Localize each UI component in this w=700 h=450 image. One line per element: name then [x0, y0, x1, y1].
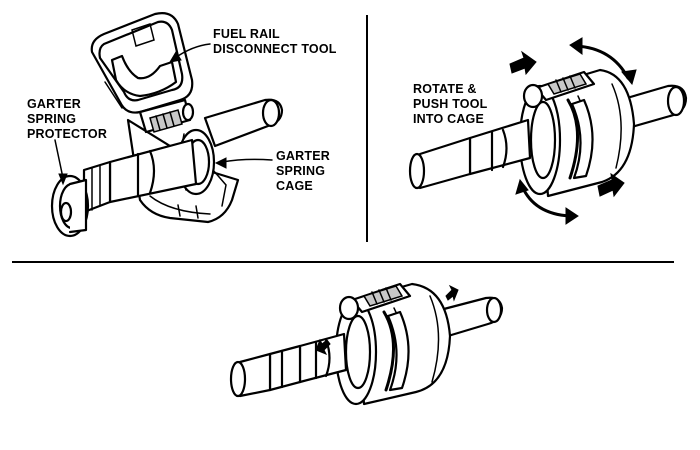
label-garter-spring-cage: GARTER SPRING CAGE: [276, 149, 334, 193]
panel3-fuel-line-right: [438, 296, 504, 338]
panel1-fuel-line-left: [82, 138, 198, 214]
panel2-fuel-line-left: [408, 118, 532, 190]
panel2-push-arrows: [509, 50, 625, 198]
garter-spring-protector: [50, 174, 90, 238]
panel-1-tool-installation: FUEL RAIL DISCONNECT TOOL GARTER SPRING …: [27, 12, 337, 238]
label-fuel-rail-tool: FUEL RAIL DISCONNECT TOOL: [213, 27, 337, 56]
panel2-tool-body: [518, 68, 636, 198]
panel3-fuel-line-left: [229, 332, 348, 398]
label-rotate-push: ROTATE & PUSH TOOL INTO CAGE: [413, 82, 491, 126]
panel2-rotate-arrows: [515, 37, 637, 225]
panel2-fuel-line-right: [618, 84, 688, 130]
panel3-separate-arrows: [315, 284, 459, 355]
panel3-tool-body: [334, 282, 452, 406]
panel1-leader-lines: [54, 43, 273, 186]
panel1-fuel-line-right: [203, 98, 284, 148]
fuel-rail-disconnect-tool: [90, 12, 194, 114]
panel-3-separate-fitting: [229, 282, 504, 406]
panel-2-rotate-push: ROTATE & PUSH TOOL INTO CAGE: [408, 37, 688, 225]
label-garter-spring-protector: GARTER SPRING PROTECTOR: [27, 97, 107, 141]
panel1-hinge-spring: [138, 98, 195, 134]
